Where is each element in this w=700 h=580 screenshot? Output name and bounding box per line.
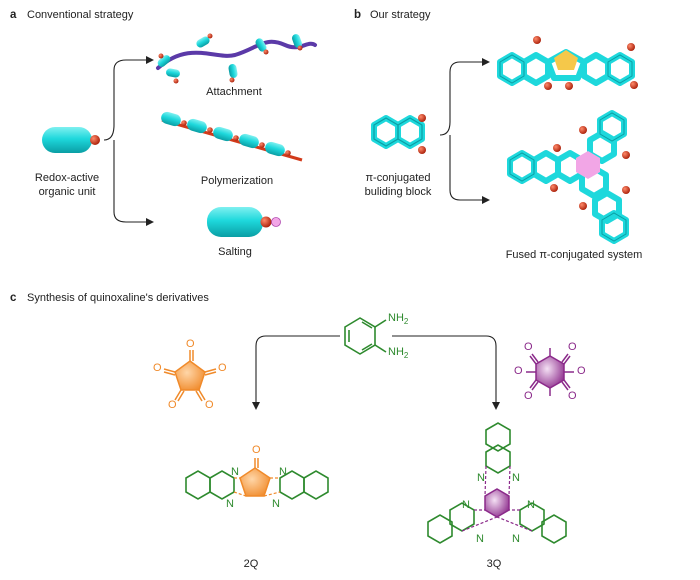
unit-label-line1: Redox-active [34, 172, 100, 184]
panel-c-arrows [252, 335, 500, 410]
o-label: O [577, 365, 586, 377]
n-label: N [462, 499, 470, 511]
n-label: N [279, 466, 287, 478]
o-label: O [205, 399, 214, 411]
product-3q-structure [427, 422, 567, 544]
redox-active-unit [42, 127, 100, 153]
carbonyl-o [418, 146, 426, 154]
block-label-line1: π-conjugated [365, 172, 431, 184]
o-label: O [186, 338, 195, 350]
panel-b-title: Our strategy [370, 9, 431, 21]
n-label: N [512, 533, 520, 545]
panel-a [42, 33, 317, 237]
building-block [371, 115, 425, 149]
n-label: N [272, 498, 280, 510]
attachment-strand [156, 33, 317, 84]
n-label: N [477, 472, 485, 484]
panel-a-letter: a [10, 9, 17, 21]
o-label: O [252, 444, 261, 456]
o-label: O [524, 390, 533, 402]
polymerization-chain [161, 111, 303, 162]
o-label: O [218, 362, 227, 374]
polymerization-label: Polymerization [200, 175, 274, 187]
attachment-label: Attachment [206, 86, 262, 98]
panel-c [163, 317, 574, 544]
o-label: O [568, 390, 577, 402]
o-label: O [514, 365, 523, 377]
panel-c-title: Synthesis of quinoxaline's derivatives [27, 292, 209, 304]
n-label: N [512, 472, 520, 484]
o-label: O [524, 341, 533, 353]
n-label: N [476, 533, 484, 545]
panel-b-arrows [439, 58, 490, 204]
panel-b [371, 36, 638, 244]
o-label: O [168, 399, 177, 411]
o-label: O [568, 341, 577, 353]
nh2-top-label: NH2 [388, 312, 409, 327]
fused-system-top [497, 36, 638, 90]
diamine-molecule [344, 317, 387, 355]
panel-a-title: Conventional strategy [27, 9, 134, 21]
panel-a-arrows [103, 56, 154, 226]
unit-label-line2: organic unit [38, 186, 96, 198]
panel-b-letter: b [354, 9, 362, 21]
n-label: N [231, 466, 239, 478]
cyclopentanepentone [163, 350, 217, 402]
o-label: O [153, 362, 162, 374]
fused-system-label: Fused π-conjugated system [505, 249, 643, 261]
fused-system-bottom [507, 110, 630, 244]
product-2q-structure [185, 458, 329, 500]
product-2q-label: 2Q [243, 558, 259, 570]
salting-unit [207, 207, 281, 237]
salting-label: Salting [218, 246, 252, 258]
product-3q-label: 3Q [486, 558, 502, 570]
n-label: N [226, 498, 234, 510]
panel-c-letter: c [10, 292, 17, 304]
block-label-line2: buliding block [364, 186, 432, 198]
nh2-bottom-label: NH2 [388, 346, 409, 361]
carbonyl-o [418, 114, 426, 122]
n-label: N [527, 499, 535, 511]
cyclohexanehexone [526, 348, 574, 396]
